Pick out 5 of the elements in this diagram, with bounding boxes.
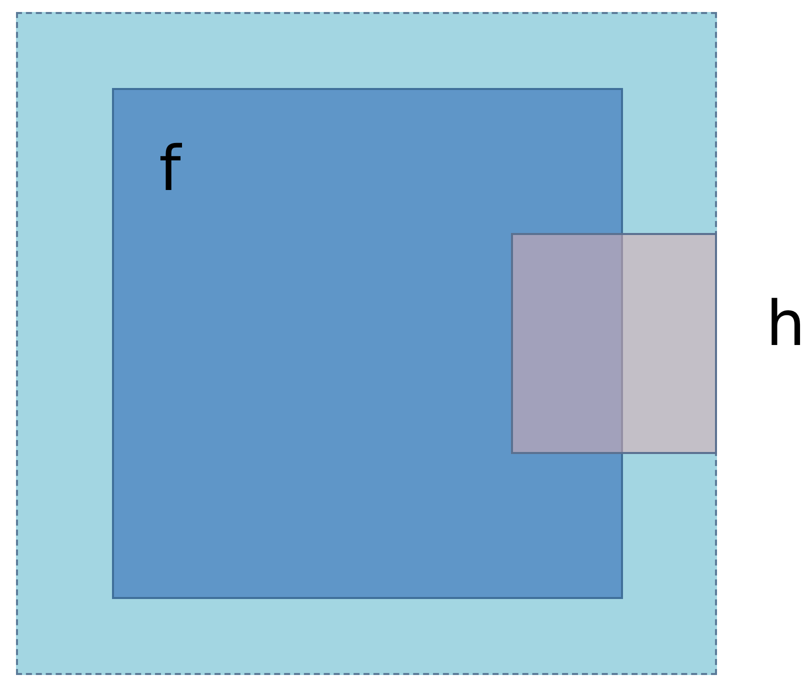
overlap-rectangle xyxy=(511,233,717,454)
outer-region xyxy=(16,12,717,675)
region-label: h xyxy=(766,293,806,355)
region-label: f xyxy=(159,138,181,200)
inner-square xyxy=(112,88,623,599)
